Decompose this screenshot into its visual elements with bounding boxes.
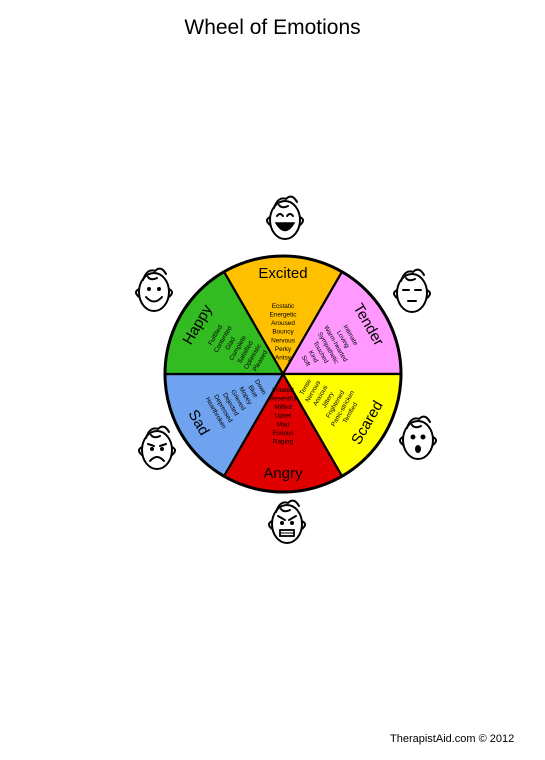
excited-word: Energetic [270, 311, 298, 318]
sad-face-icon [138, 425, 176, 470]
angry-word: Raging [273, 438, 294, 445]
angry-word: Furious [272, 430, 293, 437]
scared-face-icon [399, 415, 437, 460]
excited-word: Aroused [271, 320, 295, 327]
angry-word: Upset [275, 413, 292, 420]
angry-word: Resentful [270, 395, 297, 402]
excited-word: Bouncy [272, 329, 294, 336]
angry-word: Irritated [272, 387, 294, 394]
excited-word: Nervous [271, 337, 295, 344]
excited-word: Ecstatic [272, 303, 295, 310]
excited-word: Perky [275, 346, 292, 353]
excited-word-list: EcstaticEnergeticArousedBouncyNervousPer… [270, 303, 298, 362]
angry-word-list: IrritatedResentfulMiffedUpsetMadFuriousR… [270, 387, 297, 446]
sad-word-list: DownBlueMopeyGrievedDejectedDepressedHea… [204, 378, 268, 430]
happy-face-icon [135, 267, 173, 312]
copyright-footer: TherapistAid.com © 2012 [390, 733, 515, 745]
angry-label: Angry [263, 465, 303, 482]
wheel-outline [163, 254, 403, 494]
angry-face-icon [268, 499, 306, 544]
angry-word: Miffed [274, 404, 292, 411]
tender-word: Soft [300, 354, 312, 368]
page-title: Wheel of Emotions [184, 16, 361, 39]
excited-word: Antsy [275, 354, 292, 361]
tender-face-icon [393, 268, 431, 313]
excited-face-icon [266, 195, 304, 240]
angry-word: Mad [277, 421, 290, 428]
excited-label: Excited [258, 265, 307, 282]
